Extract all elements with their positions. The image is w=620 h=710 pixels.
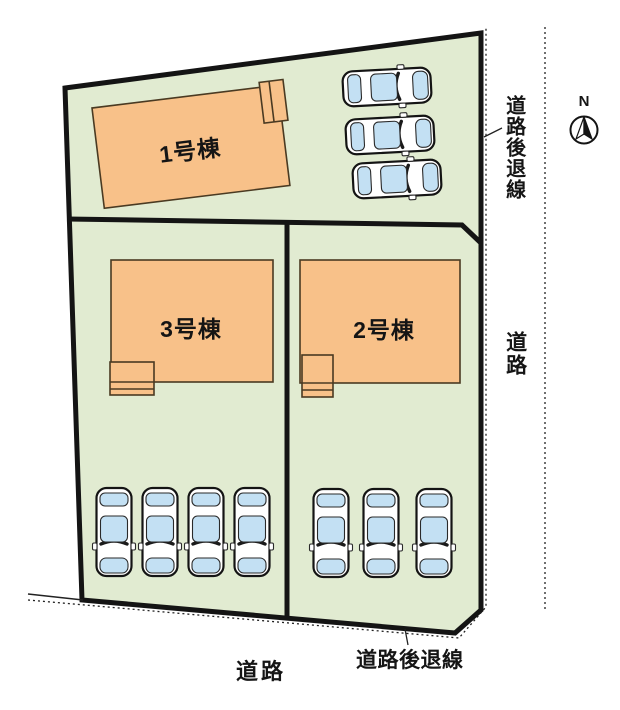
car-icon [410,487,458,579]
car-icon [343,109,437,161]
building-2 [299,259,461,398]
car-icon [182,486,230,578]
building-3-label: 3号棟 [160,316,222,342]
building-3 [109,259,274,396]
setback-leader-bottom [404,628,409,646]
car-icon [340,61,434,113]
car-icon [136,486,184,578]
road-label-south: 道路 [236,659,287,684]
car-icon [90,486,138,578]
building-2-label: 2号棟 [353,317,415,343]
road-setback-label-top: 道路後退線 [502,95,525,200]
plot-divider-horizontal [66,216,483,245]
road-label-east: 道路 [503,331,527,377]
road-setback-label-bottom: 道路後退線 [356,649,464,672]
curb-line [27,593,84,601]
building-1 [91,78,291,210]
setback-leader-top [483,127,503,138]
north-arrow-icon [569,115,599,145]
car-icon [350,153,444,205]
north-label: N [578,93,590,110]
car-icon [307,487,355,579]
car-icon [228,486,276,578]
road-setback-dotted-line [27,27,487,639]
car-icon [357,487,405,579]
